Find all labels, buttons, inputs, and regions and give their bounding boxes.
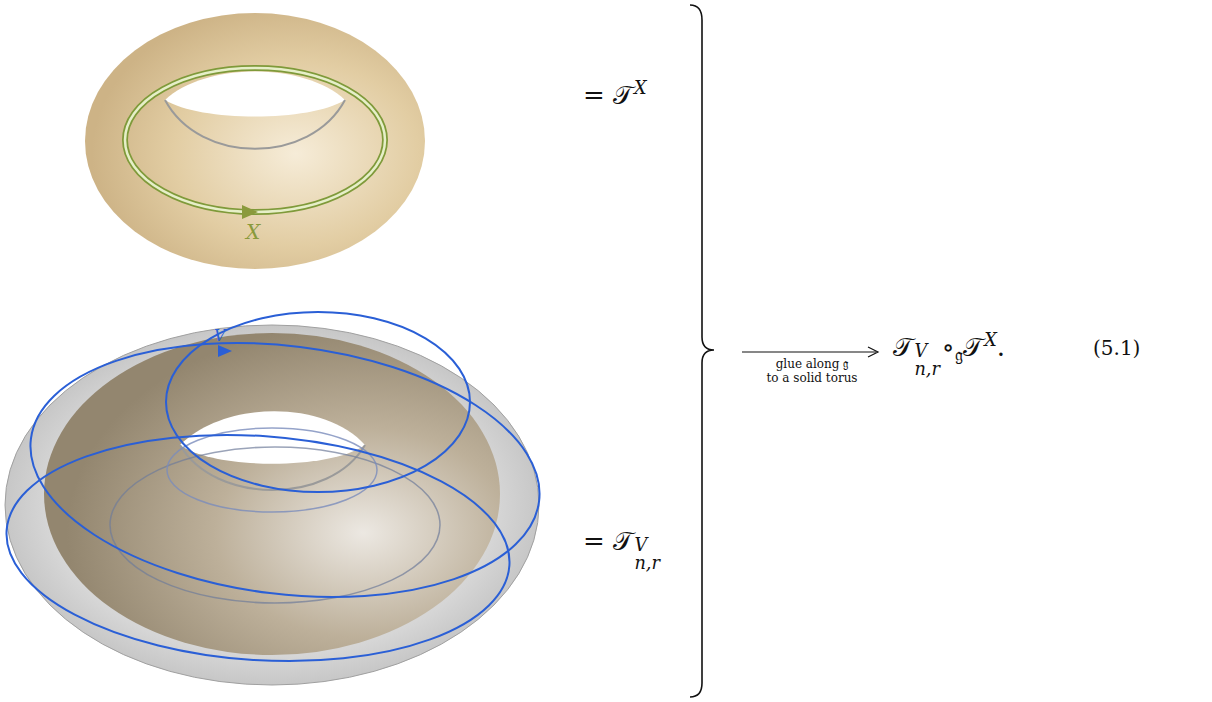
math-part: = 𝒯 (583, 526, 633, 557)
label-text: 𝒯 (963, 332, 983, 362)
glue-arrow (742, 347, 878, 357)
label-text: V (214, 326, 226, 345)
thick-torus (0, 312, 554, 685)
math-part: Vn,r (914, 342, 939, 379)
script-index: V (634, 536, 659, 555)
math-part: X (246, 220, 260, 244)
math-part: glue along 𝔤 (776, 357, 849, 371)
label-text: X (246, 220, 260, 244)
brace (690, 5, 714, 697)
math-label: = 𝒯X (583, 80, 647, 111)
arrow-label: to a solid torus (745, 371, 879, 385)
label-text: glue along 𝔤 (776, 357, 849, 371)
label-text: X (984, 330, 997, 350)
label-text: = 𝒯 (583, 526, 633, 556)
script-index: V (914, 342, 939, 361)
equation-number: (5.1) (1093, 336, 1140, 360)
math-part: Vn,r (634, 536, 659, 573)
label-text: . (997, 332, 1005, 362)
math-label: = 𝒯Vn,r (583, 526, 662, 572)
math-part: V (214, 326, 226, 345)
math-part: 𝒯 (893, 332, 913, 363)
math-part: (5.1) (1093, 336, 1140, 360)
math-part: . (997, 332, 1005, 362)
label-text: 𝒯 (893, 332, 913, 362)
math-part: to a solid torus (766, 371, 857, 385)
label-text: to a solid torus (766, 371, 857, 385)
curve-label: V (214, 326, 226, 345)
label-text: = 𝒯 (583, 80, 633, 110)
label-text: X (634, 78, 647, 98)
math-part: = 𝒯 (583, 80, 633, 111)
label-text: ∘ (942, 332, 955, 362)
label-text: 𝔤 (955, 345, 963, 365)
arrow-label: glue along 𝔤 (745, 357, 879, 371)
math-result: 𝒯Vn,r∘𝔤𝒯X. (893, 332, 1005, 378)
math-part: X (984, 330, 997, 350)
label-text: (5.1) (1093, 336, 1140, 360)
script-index: n,r (634, 554, 659, 573)
math-part: ∘ (942, 332, 955, 362)
thin-torus (85, 13, 425, 269)
math-part: X (634, 78, 647, 98)
math-part: 𝒯 (963, 332, 983, 363)
script-index: n,r (914, 360, 939, 379)
math-part: 𝔤 (955, 345, 963, 366)
curve-label: X (246, 220, 260, 244)
